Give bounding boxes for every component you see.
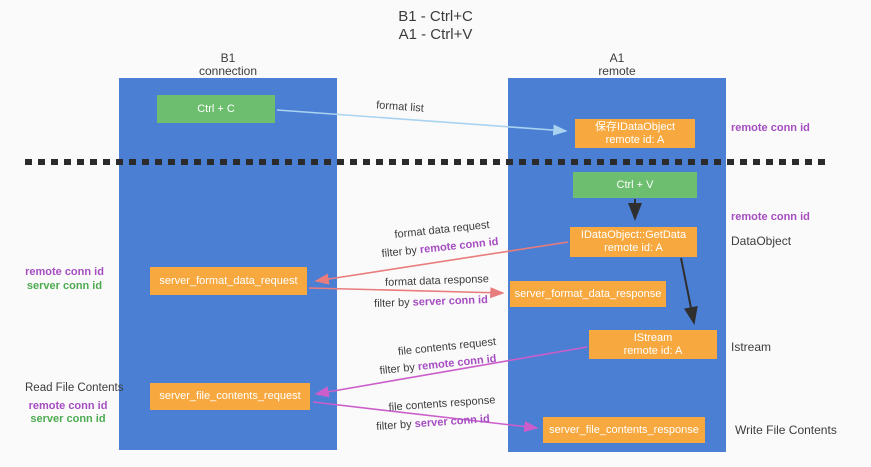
lane-right-role: remote: [598, 64, 636, 78]
getdata-line1: IDataObject::GetData: [580, 229, 687, 241]
lane-left-role: connection: [198, 64, 258, 78]
lane-left-name: B1: [220, 51, 236, 65]
filter-prefix: filter by: [373, 296, 413, 310]
server-format-data-request-label: server_format_data_request: [159, 274, 298, 287]
server-file-contents-request-box: server_file_contents_request: [150, 383, 310, 410]
server-file-contents-response-label: server_file_contents_response: [549, 423, 699, 436]
left-remote-conn-id-annotation-1: remote conn id: [25, 266, 104, 278]
server-format-data-request-box: server_format_data_request: [150, 267, 307, 295]
title-line-2: A1 - Ctrl+V: [398, 26, 473, 43]
istream-annotation: Istream: [731, 340, 772, 354]
save-dataobject-line2: remote id: A: [605, 133, 665, 146]
format-data-response-arrow: [308, 287, 505, 299]
left-remote-conn-id-annotation-2: remote conn id: [28, 400, 108, 412]
lane-header-right: A1 remote: [508, 52, 726, 78]
save-dataobject-line1: 保存IDataObject: [594, 120, 676, 133]
remote-conn-id-annotation-mid: remote conn id: [731, 211, 810, 223]
file-contents-response-label: file contents response: [388, 394, 496, 414]
filter-prefix: filter by: [375, 418, 416, 433]
filter-prefix: filter by: [379, 361, 419, 378]
filter-key-server-conn-id: server conn id: [412, 294, 489, 309]
ctrl-v-label: Ctrl + V: [616, 178, 654, 191]
getdata-line2: remote id: A: [604, 242, 663, 254]
format-list-label: format list: [375, 99, 425, 115]
left-server-conn-id-annotation-1: server conn id: [26, 280, 103, 292]
read-file-contents-annotation: Read File Contents: [25, 382, 124, 394]
dataobject-annotation: DataObject: [731, 234, 792, 248]
filter-key-remote-conn-id: remote conn id: [417, 352, 497, 374]
server-format-data-response-box: server_format_data_response: [510, 281, 666, 307]
filter-key-remote-conn-id: remote conn id: [419, 235, 499, 257]
write-file-contents-annotation: Write File Contents: [735, 423, 837, 437]
istream-line1: IStream: [633, 331, 673, 344]
istream-box: IStream remote id: A: [589, 330, 717, 359]
server-format-data-response-label: server_format_data_response: [514, 287, 662, 300]
filter-by-remote-conn-id-label-2: filter by remote conn id: [379, 353, 497, 377]
filter-key-server-conn-id: server conn id: [414, 413, 491, 431]
lane-right-name: A1: [609, 51, 625, 65]
ctrl-c-label: Ctrl + C: [197, 102, 235, 115]
format-data-response-label: format data response: [384, 273, 490, 289]
ctrl-c-box: Ctrl + C: [157, 95, 275, 123]
lane-header-left: B1 connection: [119, 52, 337, 78]
ctrl-v-box: Ctrl + V: [573, 172, 697, 198]
left-server-conn-id-annotation-2: server conn id: [30, 413, 106, 425]
title-line-1: B1 - Ctrl+C: [398, 8, 473, 25]
server-file-contents-request-label: server_file_contents_request: [159, 390, 301, 402]
istream-line2: remote id: A: [623, 344, 683, 357]
server-file-contents-response-box: server_file_contents_response: [543, 417, 705, 443]
diagram-title: B1 - Ctrl+C A1 - Ctrl+V: [0, 8, 871, 44]
dashed-separator: [25, 159, 830, 165]
getdata-box: IDataObject::GetData remote id: A: [570, 227, 697, 257]
remote-conn-id-annotation-top: remote conn id: [731, 122, 810, 134]
save-dataobject-box: 保存IDataObject remote id: A: [575, 119, 695, 148]
filter-by-server-conn-id-label-2: filter by server conn id: [376, 413, 490, 433]
filter-by-server-conn-id-label-1: filter by server conn id: [374, 294, 488, 310]
filter-prefix: filter by: [381, 244, 421, 261]
